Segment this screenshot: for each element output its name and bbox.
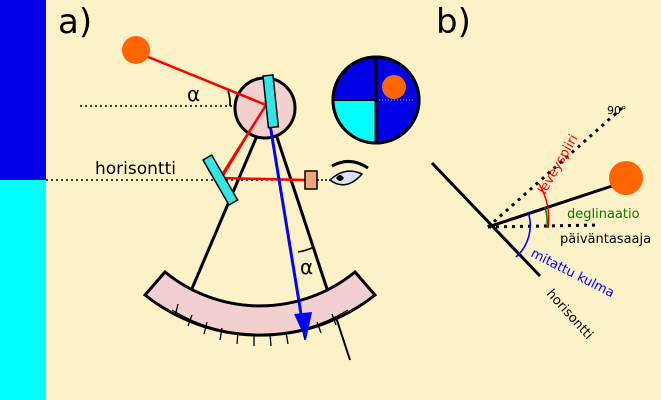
equator-label: päiväntasaaja — [560, 232, 651, 247]
declination-label: deglinaatio — [567, 207, 640, 222]
sea-strip — [0, 180, 46, 400]
horizon-label-b: horisontti — [543, 287, 596, 343]
latitude-arc — [538, 183, 550, 229]
declination-arc — [544, 206, 549, 229]
alpha-arc-top — [227, 90, 231, 107]
sun-reflection-icon — [382, 75, 406, 99]
index-mirror — [262, 74, 280, 129]
alpha-label-top: α — [187, 82, 200, 106]
degree-90-label: 90° — [607, 104, 627, 117]
sight-ray — [219, 176, 306, 182]
zenith-line — [487, 106, 623, 229]
frame-arm-mid — [266, 109, 332, 299]
arc-scale-line — [171, 309, 349, 336]
panel-a-label: a) — [58, 2, 92, 42]
horizon-line-b — [430, 161, 542, 278]
sky-strip — [0, 0, 46, 180]
measured-angle-arc — [515, 211, 532, 258]
horizon-label-a: horisontti — [95, 159, 176, 179]
horizon-mirror — [201, 153, 239, 207]
index-arm — [264, 99, 304, 321]
reflected-ray-2 — [221, 104, 267, 179]
index-arm-arrowhead — [294, 312, 312, 340]
equator-line — [487, 223, 601, 229]
sun-icon — [122, 36, 150, 64]
eyepiece — [304, 170, 318, 190]
alpha-arc-bottom — [297, 246, 315, 253]
sun-line — [487, 184, 613, 229]
panel-b-label: b) — [436, 2, 471, 42]
graduated-arc — [142, 269, 378, 337]
latitude-label: leveyspiiri — [535, 132, 581, 197]
alpha-label-bottom: α — [300, 255, 313, 279]
sun-ray — [135, 50, 267, 107]
measured-angle-label: mitattu kulma — [528, 246, 616, 301]
eye-icon — [328, 160, 369, 186]
sun-icon-b — [609, 161, 643, 195]
viewfinder — [331, 55, 421, 145]
